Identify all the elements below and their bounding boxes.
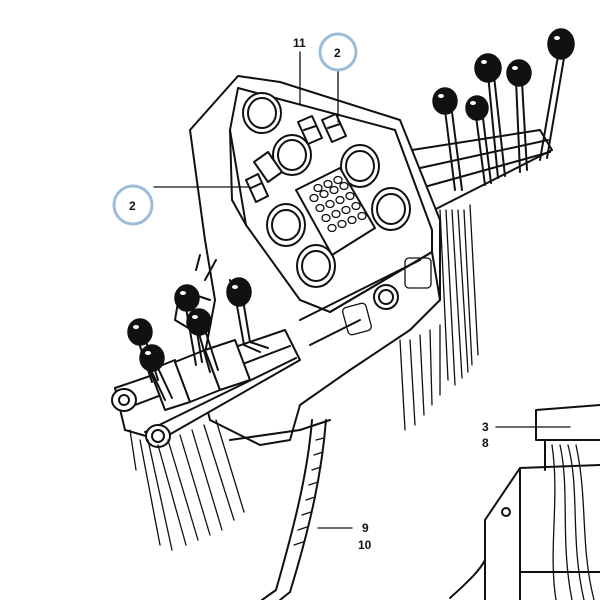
- left-knob-4: [186, 308, 212, 336]
- rocker-switch-top-2: [321, 113, 347, 143]
- part-label-11: 11: [293, 36, 306, 50]
- gauge-6: [296, 244, 336, 288]
- cable-harness: [261, 419, 327, 600]
- right-knob-5: [547, 28, 575, 60]
- part-label-8: 8: [482, 436, 489, 450]
- right-lever-bank: [411, 55, 565, 386]
- left-lever-bank: [111, 299, 301, 551]
- gauge-2: [272, 134, 312, 176]
- right-knob-4: [506, 59, 532, 87]
- part-label-3: 3: [482, 420, 489, 434]
- warning-light-cluster: [295, 167, 376, 256]
- callout-ring-left: [112, 184, 154, 226]
- gauge-3: [340, 144, 380, 188]
- left-knob-2: [139, 344, 165, 372]
- right-knob-3: [474, 53, 502, 83]
- right-knob-2: [465, 95, 489, 121]
- gauge-5: [371, 187, 411, 231]
- left-knob-5: [226, 277, 252, 307]
- left-knob-3: [174, 284, 200, 312]
- gauge-4: [266, 203, 306, 247]
- console-base: [229, 324, 441, 441]
- rocker-switch-left-2: [245, 173, 269, 203]
- callout-label-left: 2: [129, 199, 136, 213]
- right-knob-1: [432, 87, 458, 115]
- gauge-1: [242, 92, 282, 134]
- callout-ring-top: [318, 32, 358, 72]
- rocker-switch-top-1: [297, 115, 323, 145]
- part-label-10: 10: [358, 538, 372, 552]
- cab-corner: [449, 404, 600, 600]
- leader-lines: [153, 51, 571, 529]
- callout-label-top: 2: [334, 46, 341, 60]
- part-label-9: 9: [362, 521, 369, 535]
- left-knob-1: [127, 318, 153, 346]
- rocker-switch-left-1: [253, 151, 283, 183]
